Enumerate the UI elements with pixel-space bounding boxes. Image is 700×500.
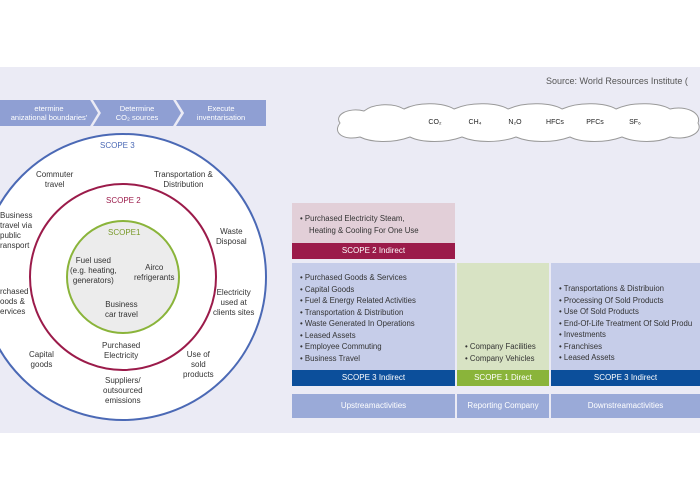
cloud-shape	[337, 103, 700, 142]
upstream-item: Employee Commuting	[300, 341, 455, 353]
upstream-box: Purchased Goods & Services Capital Goods…	[292, 263, 455, 370]
scope2-item: Heating & Cooling For One Use	[309, 225, 419, 235]
label-fuel-used: Fuel used(e.g. heating, generators)	[70, 256, 117, 285]
step-sources: Determine CO₂ sources	[93, 100, 181, 126]
step-line: Execute	[207, 104, 235, 113]
direct-item: Company Facilities	[465, 341, 549, 353]
scope1-circle	[66, 220, 180, 334]
downstream-item: Leased Assets	[559, 352, 700, 364]
gas-list: CO₂ CH₄ N₂O HFCs PFCs SF₆	[330, 101, 700, 143]
gas-hfcs: HFCs	[546, 118, 564, 126]
label-transportation: Transportation &Distribution	[154, 170, 213, 189]
gas-pfcs: PFCs	[586, 118, 604, 126]
scope1-direct-bar: SCOPE 1 Direct	[457, 370, 549, 386]
step-line: inventarisation	[196, 113, 246, 122]
source-caption: Source: World Resources Institute (	[546, 76, 688, 86]
scope3-title: SCOPE 3	[100, 141, 135, 150]
scope3-upstream-bar: SCOPE 3 Indirect	[292, 370, 455, 386]
scope2-item: Purchased Electricity Steam,	[300, 213, 455, 225]
step-line: etermine	[34, 104, 64, 113]
upstream-item: Transportation & Distribution	[300, 307, 455, 319]
upstream-item: Fuel & Energy Related Activities	[300, 295, 455, 307]
gas-co2: CO₂	[428, 118, 442, 126]
direct-box: Company Facilities Company Vehicles	[457, 263, 549, 370]
step-line: anizational boundaries'	[10, 113, 88, 122]
downstream-item: Processing Of Sold Products	[559, 295, 700, 307]
scope3-downstream-bar: SCOPE 3 Indirect	[551, 370, 700, 386]
gas-n2o: N₂O	[508, 118, 522, 126]
step-boundaries: etermine anizational boundaries'	[0, 100, 98, 126]
direct-item: Company Vehicles	[465, 353, 549, 365]
gas-ch4: CH₄	[468, 118, 482, 126]
greenhouse-gas-cloud: CO₂ CH₄ N₂O HFCs PFCs SF₆	[330, 101, 700, 143]
downstream-item: Transportations & Distribuion	[559, 283, 700, 295]
footer-upstream: Upstreamactivities	[292, 394, 455, 418]
scope1-title: SCOPE1	[108, 228, 141, 237]
footer-downstream: Downstreamactivities	[551, 394, 700, 418]
downstream-item: End-Of-Life Treatment Of Sold Produ	[559, 318, 700, 330]
step-inventarisation: Execute inventarisation	[176, 100, 266, 126]
upstream-item: Business Travel	[300, 353, 455, 365]
upstream-item: Purchased Goods & Services	[300, 272, 455, 284]
step-line: CO₂ sources	[115, 113, 159, 122]
downstream-item: Use Of Sold Products	[559, 306, 700, 318]
downstream-item: Franchises	[559, 341, 700, 353]
downstream-box: Transportations & Distribuion Processing…	[551, 263, 700, 370]
upstream-item: Capital Goods	[300, 284, 455, 296]
scope2-title: SCOPE 2	[106, 196, 141, 205]
label-suppliers: Suppliers/outsourced emissions	[103, 376, 143, 405]
scope2-box: Purchased Electricity Steam, Heating & C…	[292, 203, 455, 243]
upstream-item: Waste Generated In Operations	[300, 318, 455, 330]
footer-reporting-company: Reporting Company	[457, 394, 549, 418]
gas-sf6: SF₆	[629, 118, 641, 126]
upstream-item: Leased Assets	[300, 330, 455, 342]
step-line: Determine	[119, 104, 155, 113]
scope-circles	[0, 133, 267, 421]
scope2-indirect-bar: SCOPE 2 Indirect	[292, 243, 455, 259]
downstream-item: Investments	[559, 329, 700, 341]
